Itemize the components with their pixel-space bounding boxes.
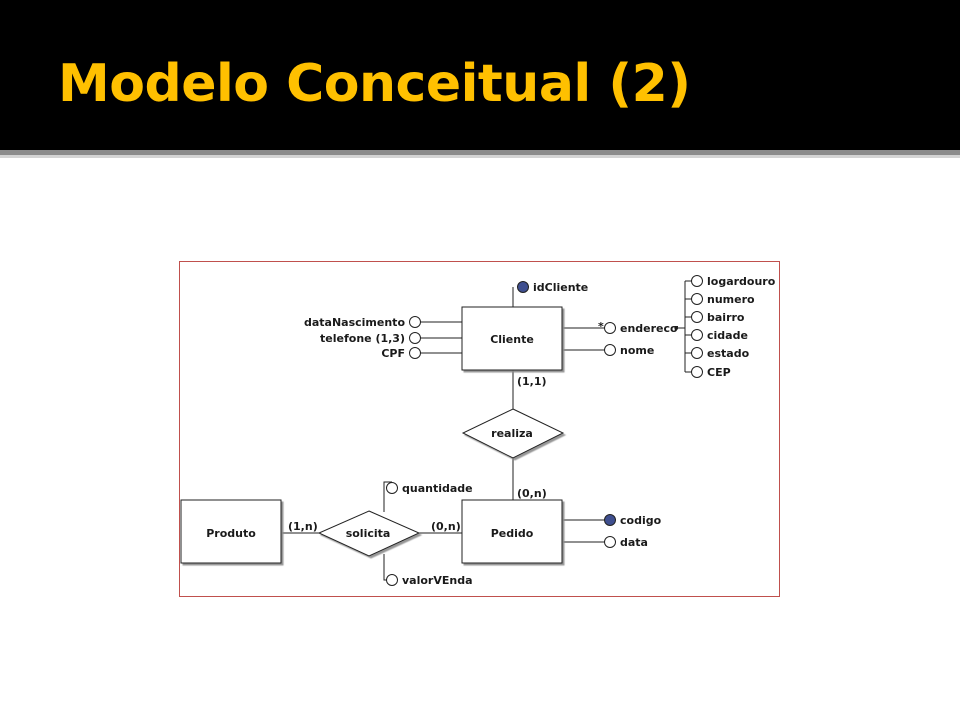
attribute-markers	[386, 275, 703, 586]
attribute-marker-cidade[interactable]	[691, 329, 703, 341]
attribute-label-cep: CEP	[707, 366, 731, 379]
attribute-marker-bairro[interactable]	[691, 311, 703, 323]
attribute-label-quantidade: quantidade	[402, 482, 473, 495]
relationship-realiza-label: realiza	[491, 427, 533, 440]
attribute-label-bairro: bairro	[707, 311, 745, 324]
cardinality-produto-solicita: (1,n)	[288, 520, 318, 533]
attribute-label-idcliente: idCliente	[533, 281, 588, 294]
attribute-marker-cpf[interactable]	[409, 347, 421, 359]
title-underline	[0, 150, 960, 155]
attribute-marker-estado[interactable]	[691, 347, 703, 359]
attribute-marker-telefone[interactable]	[409, 332, 421, 344]
attribute-marker-valorvenda[interactable]	[386, 574, 398, 586]
relationship-realiza[interactable]: realiza	[461, 408, 565, 459]
entity-cliente[interactable]: Cliente	[461, 306, 563, 371]
entity-pedido[interactable]: Pedido	[461, 499, 563, 564]
attribute-label-cidade: cidade	[707, 329, 748, 342]
entity-produto-label: Produto	[206, 527, 256, 540]
attribute-label-telefone: telefone (1,3)	[320, 332, 405, 345]
slide-title: Modelo Conceitual (2)	[58, 54, 691, 114]
attribute-label-codigo: codigo	[620, 514, 662, 527]
cardinality-pedido-solicita: (0,n)	[431, 520, 461, 533]
attribute-label-nome: nome	[620, 344, 654, 357]
identifier-marker-codigo[interactable]	[604, 514, 616, 526]
identifier-marker-idcliente[interactable]	[517, 281, 529, 293]
entity-pedido-label: Pedido	[491, 527, 534, 540]
attribute-label-numero: numero	[707, 293, 755, 306]
attribute-label-logardouro: logardouro	[707, 275, 776, 288]
title-underline-shadow	[0, 155, 960, 158]
entity-cliente-label: Cliente	[490, 333, 534, 346]
attribute-label-data: data	[620, 536, 648, 549]
multivalued-mark: *	[598, 320, 604, 333]
attribute-marker-numero[interactable]	[691, 293, 703, 305]
cardinality-cliente-realiza: (1,1)	[517, 375, 547, 388]
title-bar	[0, 0, 960, 150]
attribute-label-endereco: endereco	[620, 322, 678, 335]
attribute-marker-quantidade[interactable]	[386, 482, 398, 494]
attribute-marker-cep[interactable]	[691, 366, 703, 378]
connector-quantidade	[383, 481, 392, 512]
attribute-marker-endereco[interactable]	[604, 322, 616, 334]
entity-produto[interactable]: Produto	[180, 499, 282, 564]
cardinality-pedido-realiza: (0,n)	[517, 487, 547, 500]
attribute-label-valorvenda: valorVEnda	[402, 574, 473, 587]
attribute-label-datanascimento: dataNascimento	[304, 316, 405, 329]
attribute-marker-datanascimento[interactable]	[409, 316, 421, 328]
attribute-marker-nome[interactable]	[604, 344, 616, 356]
composite-attribute-dot	[674, 326, 678, 330]
relationship-solicita-label: solicita	[346, 527, 391, 540]
relationship-solicita[interactable]: solicita	[317, 510, 421, 557]
attribute-label-estado: estado	[707, 347, 750, 360]
attribute-marker-logardouro[interactable]	[691, 275, 703, 287]
attribute-label-cpf: CPF	[381, 347, 405, 360]
attribute-marker-data[interactable]	[604, 536, 616, 548]
connector-lines	[282, 280, 691, 581]
